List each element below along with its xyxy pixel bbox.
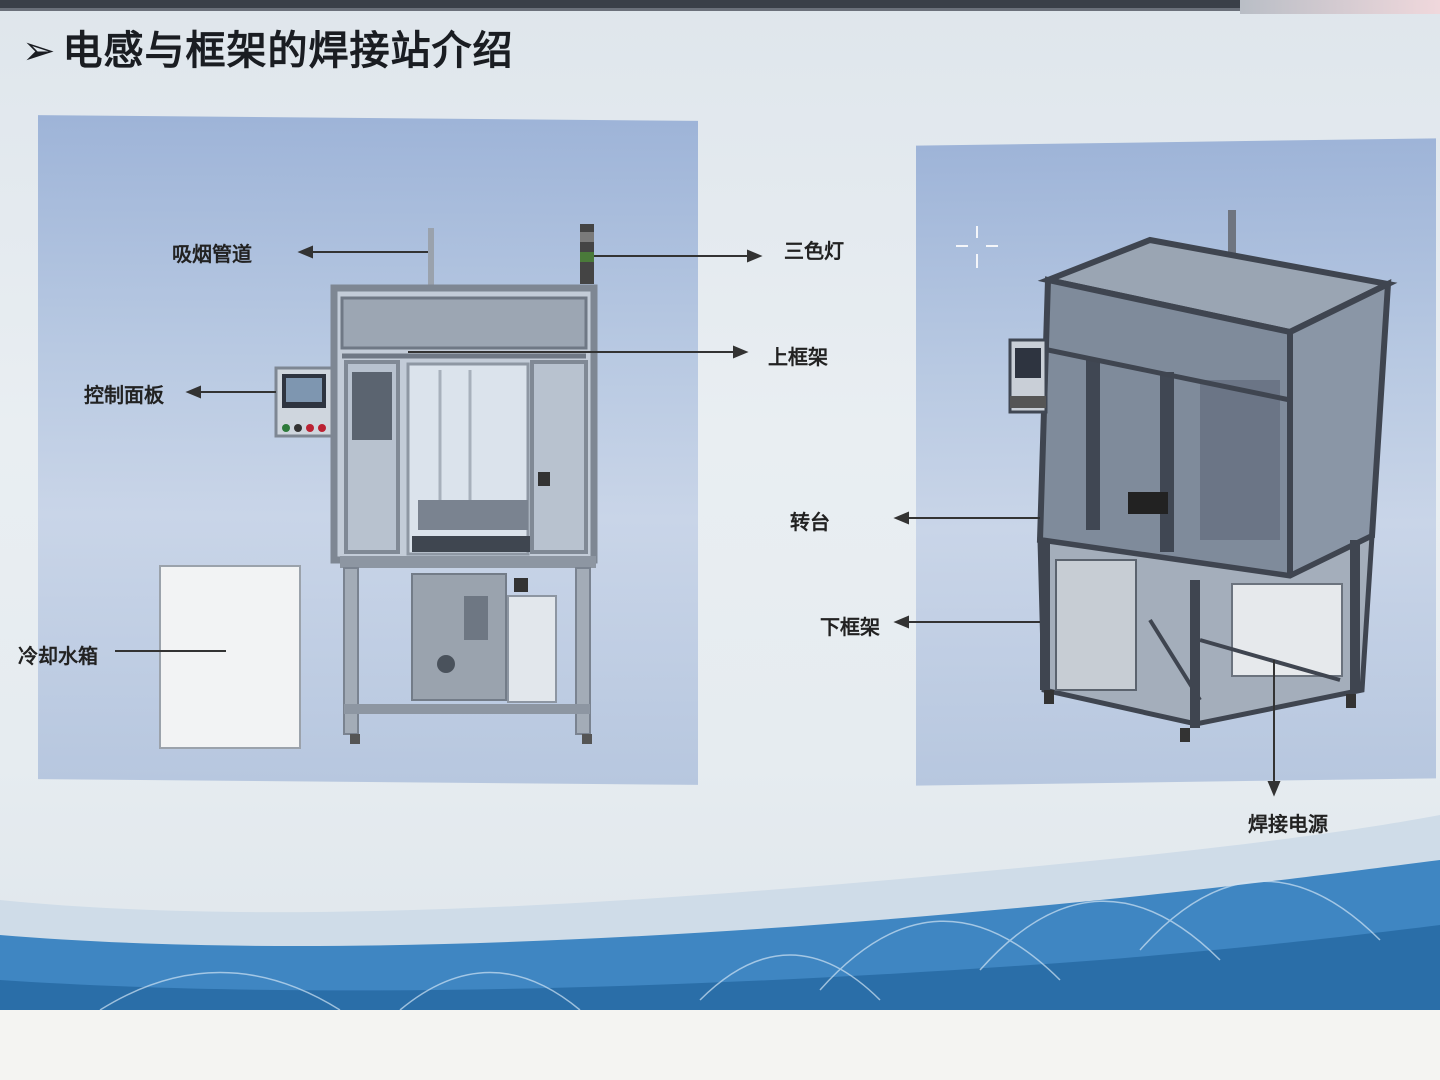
iso-view-callout-arrows — [893, 511, 1281, 797]
corner-decoration — [1240, 0, 1440, 14]
front-view-callout-arrows — [115, 245, 763, 652]
slide-title: ➢电感与框架的焊接站介绍 — [22, 18, 514, 76]
label-upper-frame: 上框架 — [768, 345, 828, 369]
slide-title-text: 电感与框架的焊接站介绍 — [62, 28, 514, 74]
label-cooling-water-tank: 冷却水箱 — [18, 644, 98, 668]
label-smoke-duct: 吸烟管道 — [172, 242, 252, 266]
label-welding-power: 焊接电源 — [1248, 812, 1328, 836]
label-lower-frame: 下框架 — [820, 615, 880, 639]
footer-decorative-band — [0, 815, 1440, 1080]
label-turntable: 转台 — [790, 510, 830, 534]
iso-machine — [956, 210, 1398, 742]
top-border-line — [0, 0, 1440, 8]
label-three-color-light: 三色灯 — [784, 239, 844, 263]
label-control-panel: 控制面板 — [84, 383, 164, 407]
bullet-arrow-icon: ➢ — [22, 28, 57, 74]
top-border-subline — [0, 8, 1240, 11]
front-machine — [159, 224, 598, 749]
